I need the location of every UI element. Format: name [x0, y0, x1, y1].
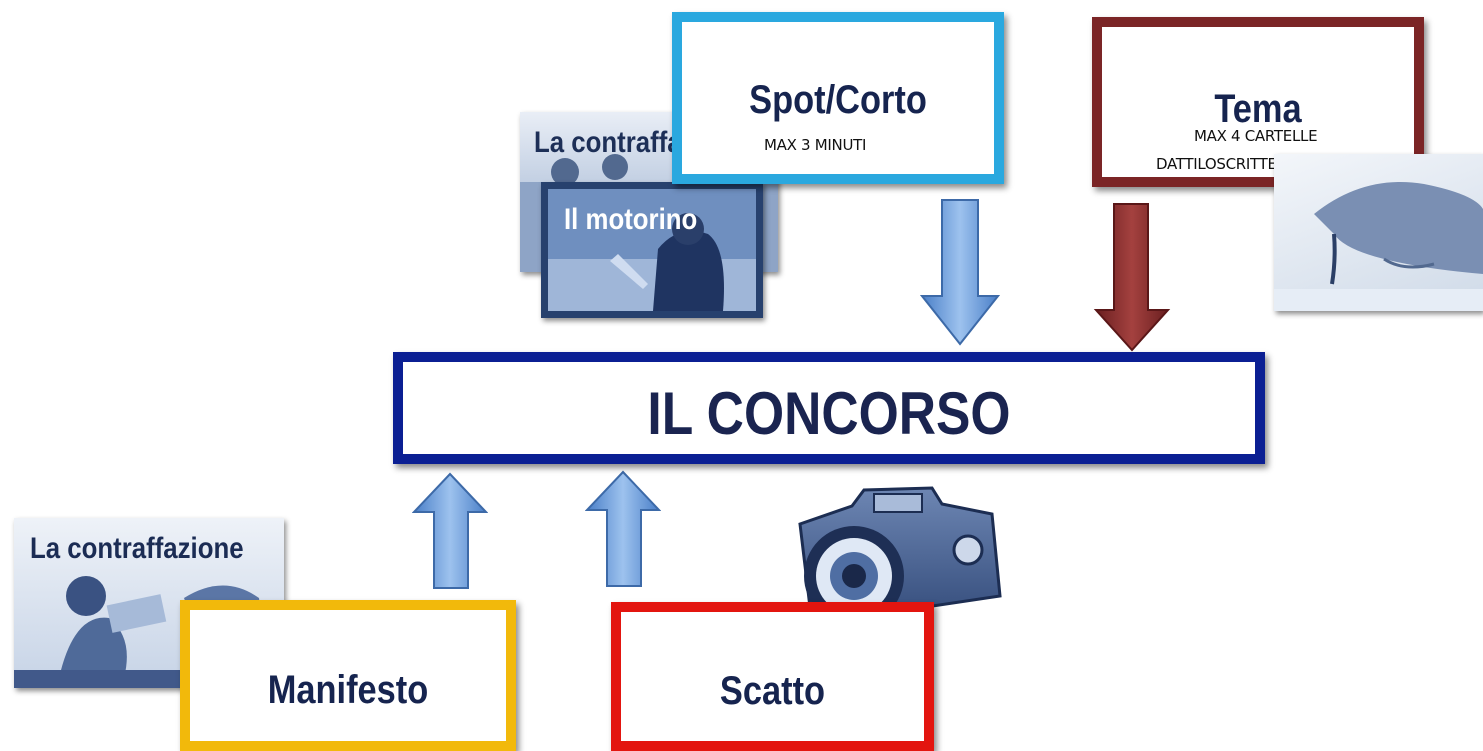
arrow-down-tema: [1093, 203, 1171, 352]
camera-icon: [798, 486, 1002, 626]
tema-note-line-1: MAX 4 CARTELLE: [1194, 127, 1318, 145]
tema-note-line-2: DATTILOSCRITTE: [1156, 155, 1277, 173]
manifesto-box: Manifesto: [180, 600, 516, 751]
scene-illustration: [548, 189, 756, 311]
scatto-box: Scatto: [611, 602, 934, 751]
hand-illustration: [1274, 182, 1483, 311]
arrow-down-spot: [920, 199, 1000, 346]
handwriting-icon: [1274, 154, 1483, 311]
arrow-up-manifesto: [412, 472, 488, 589]
concorso-box: IL CONCORSO: [393, 352, 1265, 464]
tema-title: Tema: [1214, 87, 1302, 131]
concorso-title: IL CONCORSO: [647, 380, 1011, 447]
spot-corto-title: Spot/Corto: [749, 78, 927, 122]
arrow-up-scatto: [585, 470, 661, 587]
manifesto-title: Manifesto: [267, 668, 429, 712]
spot-corto-box: Spot/Corto MAX 3 MINUTI: [672, 12, 1004, 184]
video-thumbnail-front-title: Il motorino: [564, 203, 698, 236]
video-thumbnail-front: Il motorino: [541, 182, 763, 318]
spot-corto-note: MAX 3 MINUTI: [764, 136, 867, 154]
poster-thumbnail-title: La contraffazione: [30, 532, 244, 565]
scatto-title: Scatto: [719, 669, 826, 713]
